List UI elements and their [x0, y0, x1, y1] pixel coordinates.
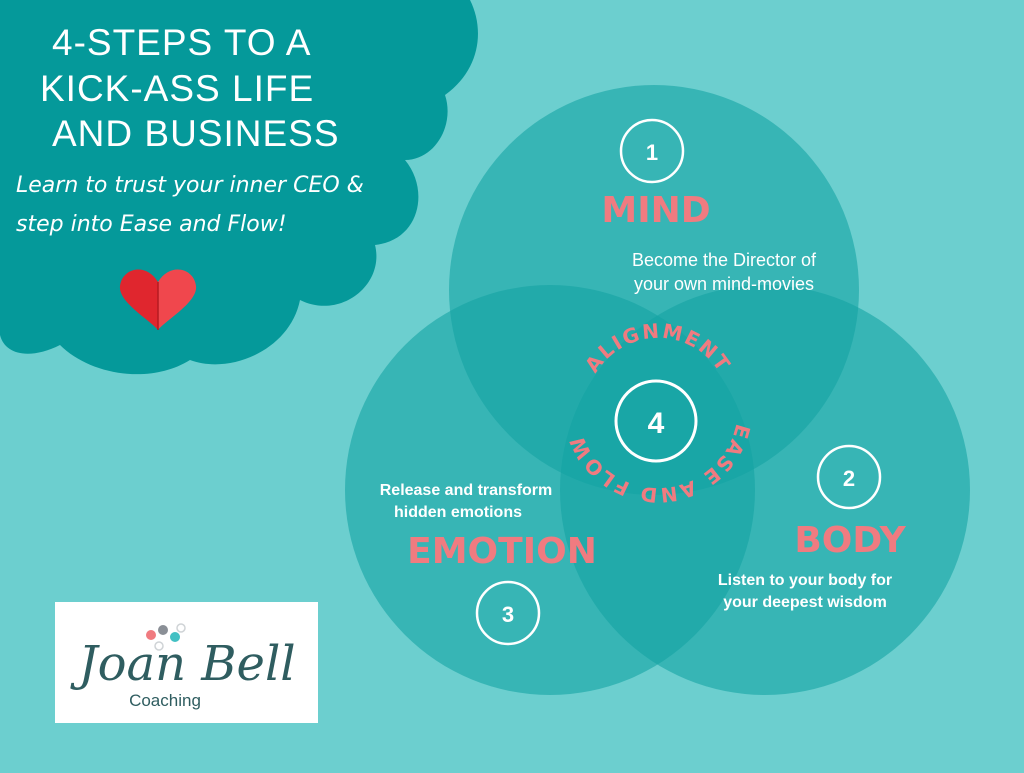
heart-icon — [119, 269, 197, 330]
step-number-4: 4 — [648, 407, 665, 440]
title-line-1: 4-STEPS TO A — [52, 22, 312, 63]
logo-dot-gray — [158, 625, 168, 635]
description-body-line-2: your deepest wisdom — [723, 594, 887, 611]
step-badge-1: 1 — [619, 118, 685, 184]
description-mind-line-2: your own mind-movies — [634, 274, 814, 294]
title-line-2: KICK-ASS LIFE — [40, 68, 315, 109]
subtitle-line-1: Learn to trust your inner CEO & — [16, 173, 364, 198]
step-badge-3: 3 — [475, 580, 541, 646]
logo-ring-2 — [176, 623, 186, 633]
logo-name: Joan Bell — [69, 636, 295, 692]
step-badge-2: 2 — [816, 444, 882, 510]
step-number-2: 2 — [843, 466, 855, 491]
description-emotion-line-1: Release and transform — [380, 482, 553, 499]
circle-emotion — [345, 285, 755, 695]
logo-dot-pink — [146, 630, 156, 640]
subtitle-line-2: step into Ease and Flow! — [16, 212, 287, 237]
logo-art: Joan Bell Coaching — [69, 623, 296, 710]
step-number-1: 1 — [646, 140, 658, 165]
step-badge-4: 4 — [614, 379, 698, 463]
logo-ring-1 — [154, 641, 164, 651]
logo-tagline: Coaching — [129, 691, 201, 710]
label-body: BODY — [794, 520, 906, 561]
description-body-line-1: Listen to your body for — [718, 572, 892, 589]
description-mind-line-1: Become the Director of — [632, 250, 817, 270]
logo: Joan Bell Coaching — [55, 602, 318, 723]
description-emotion-line-2: hidden emotions — [394, 504, 522, 521]
cloud-background — [0, 0, 478, 375]
title-line-3: AND BUSINESS — [52, 113, 340, 154]
label-emotion: EMOTION — [407, 531, 597, 572]
logo-dot-teal — [170, 632, 180, 642]
label-mind: MIND — [601, 190, 710, 231]
venn-diagram — [345, 85, 970, 695]
step-number-3: 3 — [502, 602, 514, 627]
